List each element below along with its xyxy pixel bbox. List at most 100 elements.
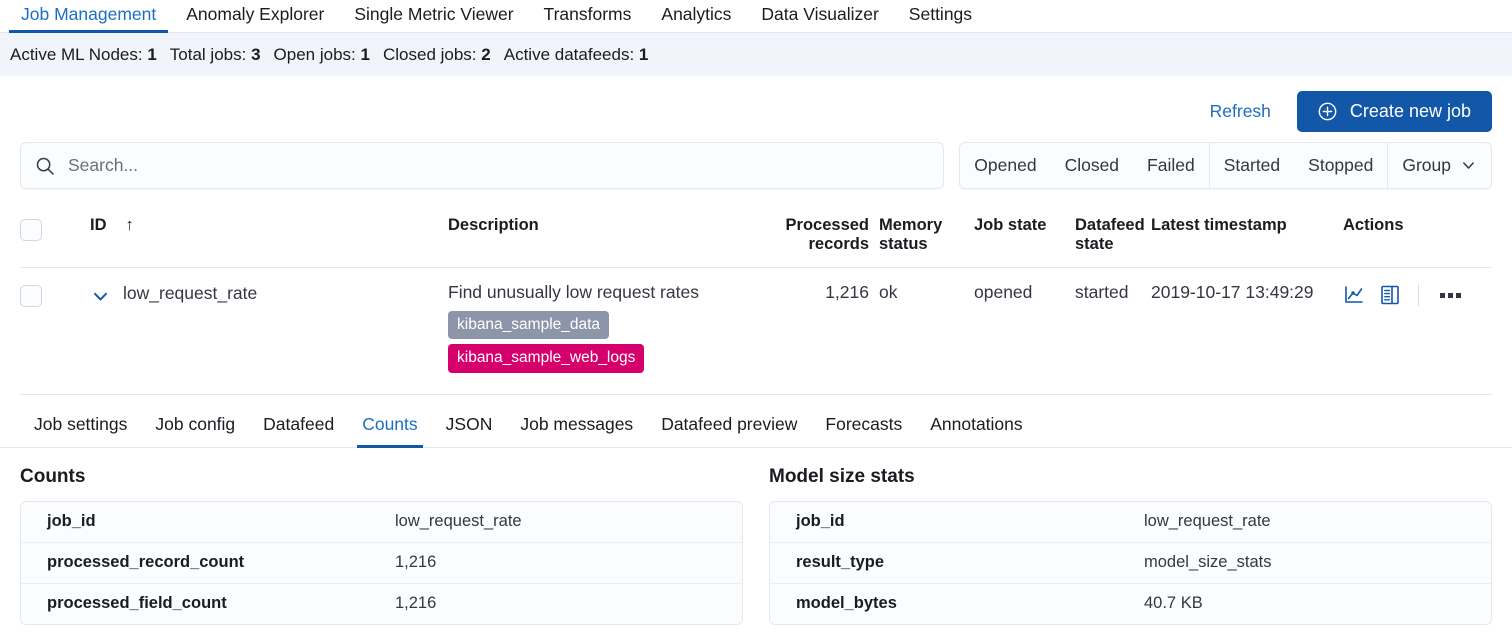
counts-key: job_id — [47, 511, 96, 530]
column-header-id[interactable]: ID ↑ — [90, 216, 448, 235]
column-header-latest-timestamp-label: Latest timestamp — [1151, 216, 1287, 234]
nav-tab-label: Settings — [908, 3, 973, 24]
create-new-job-button[interactable]: Create new job — [1296, 90, 1492, 132]
column-header-job-state-label: Job state — [974, 216, 1047, 234]
column-header-datafeed-state[interactable]: Datafeed state — [1075, 216, 1151, 254]
sort-ascending-icon: ↑ — [125, 216, 134, 234]
nav-tab-transforms[interactable]: Transforms — [529, 3, 647, 33]
model-size-stats-value: 40.7 KB — [1144, 593, 1203, 612]
nav-tab-data-visualizer[interactable]: Data Visualizer — [746, 3, 893, 33]
row-job-state: opened — [974, 282, 1033, 302]
model-size-stats-pane-title: Model size stats — [769, 465, 915, 487]
jobs-table: ID ↑ Description Processed records Memor… — [0, 207, 1512, 395]
stat-label: Total jobs: — [169, 44, 247, 64]
single-metric-viewer-icon[interactable] — [1343, 284, 1365, 306]
filter-started-button[interactable]: Started — [1210, 143, 1294, 188]
stat-active-ml-nodes: Active ML Nodes: 1 — [10, 45, 157, 65]
row-actions-cell — [1343, 282, 1492, 306]
stat-label: Open jobs: — [273, 44, 356, 64]
row-select-checkbox[interactable] — [20, 285, 42, 307]
column-header-description-label: Description — [448, 216, 539, 234]
row-description-text: Find unusually low request rates — [448, 282, 699, 302]
model-size-stats-row: job_id low_request_rate — [770, 502, 1491, 542]
counts-row: job_id low_request_rate — [21, 502, 742, 542]
column-header-job-state[interactable]: Job state — [974, 216, 1075, 235]
model-size-stats-key: model_bytes — [796, 593, 897, 612]
search-input[interactable] — [68, 143, 930, 188]
job-detail-tabs: Job settings Job config Datafeed Counts … — [0, 414, 1512, 448]
filter-failed-button[interactable]: Failed — [1133, 143, 1209, 188]
model-size-stats-value: model_size_stats — [1144, 552, 1272, 571]
row-group-badge[interactable]: kibana_sample_data — [448, 310, 610, 340]
job-detail-panes: Counts job_id low_request_rate processed… — [0, 466, 1512, 625]
tab-job-settings[interactable]: Job settings — [20, 414, 141, 447]
counts-value: 1,216 — [395, 593, 437, 612]
column-header-memory-status[interactable]: Memory status — [869, 216, 974, 254]
column-header-datafeed-line1: Datafeed — [1075, 216, 1145, 234]
model-size-stats-key: result_type — [796, 552, 885, 571]
nav-tab-label: Job Management — [21, 3, 157, 24]
table-row: low_request_rate Find unusually low requ… — [20, 268, 1492, 395]
ml-stats-bar: Active ML Nodes: 1 Total jobs: 3 Open jo… — [0, 33, 1512, 76]
tab-job-config[interactable]: Job config — [141, 414, 249, 447]
nav-tab-anomaly-explorer[interactable]: Anomaly Explorer — [171, 5, 339, 33]
tab-forecasts[interactable]: Forecasts — [811, 414, 916, 447]
search-and-filters: Opened Closed Failed Started Stopped Gro… — [0, 142, 1512, 189]
main-navigation: Job Management Anomaly Explorer Single M… — [0, 0, 1512, 33]
stat-open-jobs: Open jobs: 1 — [274, 45, 370, 65]
row-description-cell: Find unusually low request rates kibana_… — [448, 282, 771, 378]
table-header-row: ID ↑ Description Processed records Memor… — [20, 207, 1492, 268]
nav-tab-job-management[interactable]: Job Management — [6, 3, 171, 33]
expand-row-chevron-down-icon[interactable] — [90, 286, 111, 307]
tab-datafeed-preview[interactable]: Datafeed preview — [647, 414, 811, 447]
anomaly-explorer-icon[interactable] — [1379, 284, 1401, 306]
filter-group-dropdown[interactable]: Group — [1388, 143, 1491, 188]
filter-divider — [1208, 143, 1210, 188]
column-header-id-label: ID — [90, 216, 107, 234]
stat-value: 1 — [147, 44, 157, 64]
stat-value: 2 — [481, 44, 491, 64]
nav-tab-single-metric-viewer[interactable]: Single Metric Viewer — [339, 3, 528, 33]
filter-stopped-button[interactable]: Stopped — [1294, 143, 1387, 188]
nav-tab-label: Transforms — [543, 3, 632, 24]
filter-opened-button[interactable]: Opened — [960, 143, 1050, 188]
column-header-actions-label: Actions — [1343, 216, 1404, 234]
model-size-stats-row: model_bytes 40.7 KB — [770, 582, 1491, 624]
select-all-cell — [20, 216, 90, 241]
nav-tab-label: Data Visualizer — [761, 3, 879, 24]
tab-label: Datafeed preview — [661, 413, 798, 434]
tab-job-messages[interactable]: Job messages — [506, 414, 647, 447]
filter-closed-button[interactable]: Closed — [1051, 143, 1133, 188]
nav-tab-settings[interactable]: Settings — [894, 3, 987, 33]
stat-total-jobs: Total jobs: 3 — [170, 45, 261, 65]
counts-table: job_id low_request_rate processed_record… — [20, 500, 743, 625]
filter-divider — [1387, 143, 1389, 188]
column-header-latest-timestamp[interactable]: Latest timestamp — [1151, 216, 1343, 235]
search-box[interactable] — [20, 142, 945, 189]
nav-tab-analytics[interactable]: Analytics — [646, 5, 746, 33]
tab-datafeed[interactable]: Datafeed — [249, 414, 348, 447]
stat-label: Active ML Nodes: — [10, 44, 143, 64]
column-header-processed-records[interactable]: Processed records — [771, 216, 869, 254]
tab-label: Job config — [155, 413, 236, 434]
column-header-datafeed-line2: state — [1075, 235, 1114, 253]
select-all-checkbox[interactable] — [20, 219, 42, 241]
refresh-button[interactable]: Refresh — [1209, 100, 1271, 121]
tab-label: Counts — [362, 413, 418, 434]
tab-label: Job settings — [34, 413, 128, 434]
model-size-stats-table: job_id low_request_rate result_type mode… — [769, 500, 1492, 625]
tab-counts[interactable]: Counts — [348, 413, 431, 448]
more-actions-icon[interactable] — [1440, 292, 1461, 298]
search-icon — [36, 157, 54, 175]
column-header-memory-line1: Memory — [879, 216, 943, 234]
job-filter-group: Opened Closed Failed Started Stopped Gro… — [959, 142, 1492, 189]
nav-tab-label: Single Metric Viewer — [354, 3, 514, 24]
tab-label: Forecasts — [825, 413, 903, 434]
tab-annotations[interactable]: Annotations — [916, 414, 1036, 447]
tab-json[interactable]: JSON — [432, 414, 507, 447]
column-header-description[interactable]: Description — [448, 216, 771, 235]
row-select-cell — [20, 282, 90, 307]
model-size-stats-key: job_id — [796, 511, 845, 530]
row-group-badge[interactable]: kibana_sample_web_logs — [448, 344, 645, 373]
column-header-processed-line1: Processed — [785, 216, 869, 234]
